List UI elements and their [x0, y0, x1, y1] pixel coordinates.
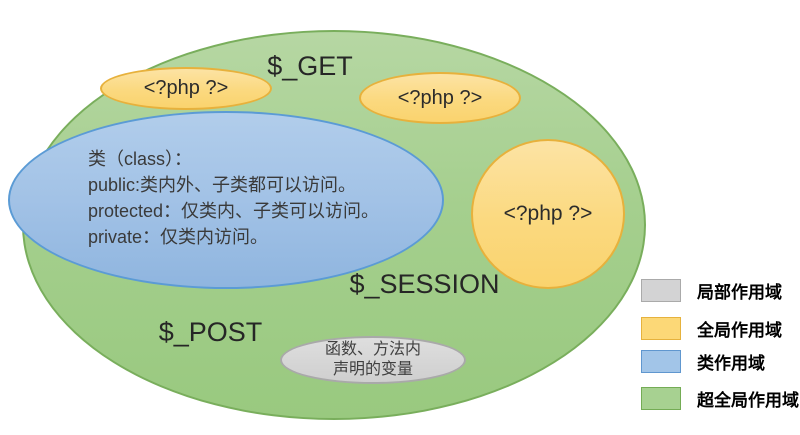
php-block-circle-large: <?php ?>	[471, 139, 625, 289]
superglobal-session-label: $_SESSION	[349, 269, 500, 299]
class-scope-line: 类（class）：	[88, 149, 193, 169]
class-scope-line: public:类内外、子类都可以访问。	[88, 175, 357, 195]
class-scope-line: protected：仅类内、子类可以访问。	[88, 201, 380, 221]
superglobal-post-label: $_POST	[158, 317, 263, 347]
local-scope-line: 声明的变量	[332, 361, 413, 378]
legend-swatch-class	[641, 350, 681, 373]
legend-swatch-superglobal	[641, 387, 681, 410]
legend-item-class: 类作用域	[641, 349, 765, 374]
legend-swatch-global	[641, 317, 681, 340]
legend-label-global: 全局作用域	[697, 321, 782, 340]
local-scope-line: 函数、方法内	[324, 341, 421, 358]
legend: 局部作用域 全局作用域 类作用域 超全局作用域	[641, 0, 800, 435]
legend-item-superglobal: 超全局作用域	[641, 386, 799, 411]
php-tag-label: <?php ?>	[143, 77, 229, 99]
superglobal-get-label: $_GET	[267, 51, 353, 81]
legend-label-local: 局部作用域	[697, 283, 782, 302]
php-tag-label: <?php ?>	[503, 202, 593, 225]
class-scope-description: 类（class）： public:类内外、子类都可以访问。 protected：…	[88, 146, 379, 250]
php-block-ellipse-left: <?php ?>	[100, 67, 272, 110]
legend-item-global: 全局作用域	[641, 316, 782, 341]
legend-label-class: 类作用域	[697, 354, 765, 373]
class-scope-line: private：仅类内访问。	[88, 227, 269, 247]
legend-item-local: 局部作用域	[641, 278, 782, 303]
local-scope-ellipse: 函数、方法内 声明的变量	[280, 336, 466, 384]
php-tag-label: <?php ?>	[397, 86, 483, 109]
php-block-ellipse-right: <?php ?>	[359, 72, 521, 124]
legend-swatch-local	[641, 279, 681, 302]
class-scope-ellipse	[8, 111, 444, 289]
legend-label-superglobal: 超全局作用域	[697, 391, 799, 410]
